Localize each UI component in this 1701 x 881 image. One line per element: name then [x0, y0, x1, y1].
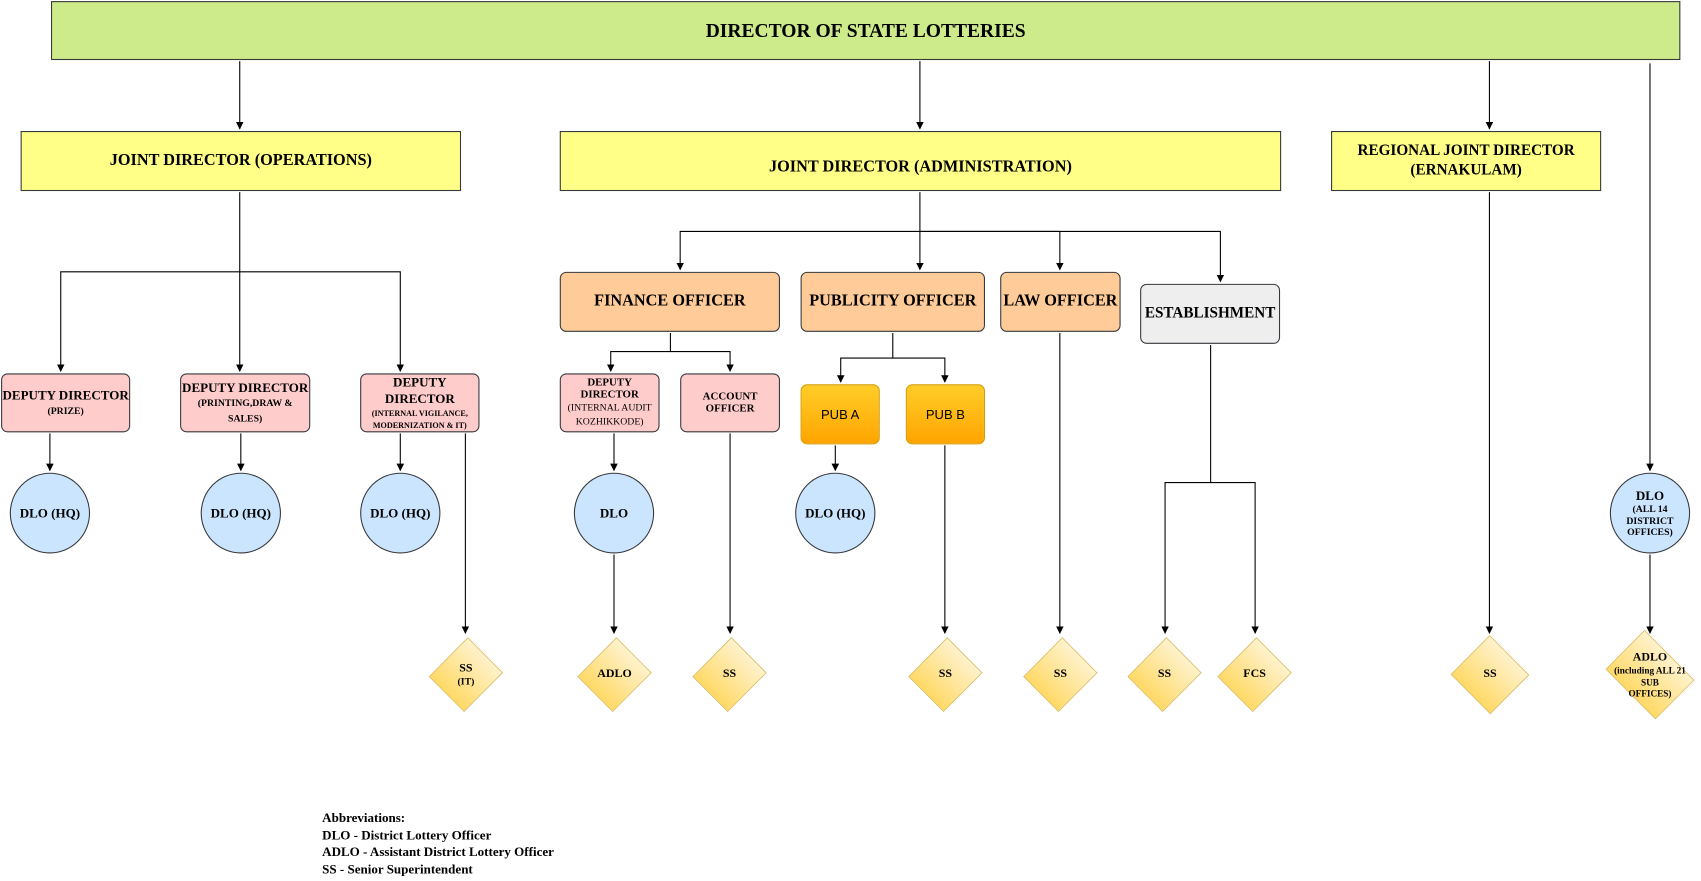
deputy-director-prize-box: DEPUTY DIRECTOR (PRIZE): [1, 373, 131, 433]
publicity-officer-label: PUBLICITY OFFICER: [809, 292, 977, 311]
dlo-audit-circle: DLO: [573, 472, 655, 554]
connector-arrow: [239, 271, 405, 372]
connector-arrow: [919, 230, 1064, 271]
deputy-director-prize-title: DEPUTY DIRECTOR: [2, 387, 129, 403]
connector-arrow: [670, 350, 734, 372]
dlo-all-districts-sub2: DISTRICT: [1626, 514, 1674, 526]
deputy-director-vigilance-sub1: (INTERNAL VIGILANCE,: [371, 408, 468, 418]
law-officer-label: LAW OFFICER: [1003, 292, 1118, 311]
deputy-director-printing-title: DEPUTY DIRECTOR: [182, 379, 309, 396]
abbreviation-adlo: ADLO - Assistant District Lottery Office…: [322, 843, 554, 860]
ss-establishment-diamond: SS: [1127, 635, 1202, 714]
joint-director-administration-label: JOINT DIRECTOR (ADMINISTRATION): [769, 158, 1072, 176]
dlo-hq-prize-label: DLO (HQ): [19, 504, 81, 521]
adlo-sub-offices-text: ADLO (including ALL 21 SUB OFFICES): [1600, 635, 1700, 714]
publicity-officer-box: PUBLICITY OFFICER: [800, 271, 985, 332]
adlo-sub-offices-sub3: OFFICES): [1628, 687, 1672, 699]
deputy-director-printing-box: DEPUTY DIRECTOR (PRINTING,DRAW & SALES): [180, 373, 311, 433]
adlo-diamond: ADLO: [577, 635, 652, 714]
dlo-all-districts-sub3: OFFICES): [1627, 526, 1673, 538]
ss-establishment-label: SS: [1157, 667, 1172, 681]
connector-arrow: [56, 271, 240, 372]
dlo-hq-vigilance-label: DLO (HQ): [370, 504, 431, 521]
ss-it-diamond: SS (IT): [428, 635, 504, 714]
dlo-hq-publicity-circle: DLO (HQ): [795, 472, 876, 554]
pub-a-box: PUB A: [800, 384, 880, 445]
establishment-label: ESTABLISHMENT: [1144, 305, 1276, 322]
dlo-hq-publicity-label: DLO (HQ): [805, 504, 866, 521]
joint-director-operations-box: JOINT DIRECTOR (OPERATIONS): [20, 131, 462, 192]
adlo-sub-offices-diamond: ADLO (including ALL 21 SUB OFFICES): [1600, 629, 1700, 720]
connector-arrow: [892, 357, 949, 383]
deputy-director-printing-sub1: (PRINTING,DRAW &: [197, 397, 293, 409]
account-officer-label: ACCOUNT OFFICER: [702, 390, 758, 415]
dlo-hq-prize-circle: DLO (HQ): [9, 472, 91, 554]
abbreviation-ss: SS - Senior Superintendent: [322, 860, 473, 877]
connector-arrow: [1161, 344, 1212, 634]
ss-law-diamond: SS: [1023, 635, 1098, 714]
regional-joint-director-box: REGIONAL JOINT DIRECTOR (ERNAKULAM): [1331, 131, 1602, 192]
connector-arrow: [1210, 481, 1259, 634]
ss-publicity-diamond: SS: [908, 635, 983, 714]
law-officer-box: LAW OFFICER: [1000, 271, 1121, 332]
adlo-sub-offices-sub1: (including ALL 21: [1614, 665, 1686, 677]
deputy-director-prize-sub: (PRIZE): [47, 404, 84, 416]
deputy-director-vigilance-box: DEPUTY DIRECTOR (INTERNAL VIGILANCE, MOD…: [360, 373, 480, 433]
adlo-label: ADLO: [597, 667, 632, 681]
ss-it-sub: (IT): [457, 675, 475, 687]
finance-officer-box: FINANCE OFFICER: [559, 271, 780, 332]
dlo-audit-label: DLO: [599, 504, 629, 521]
deputy-director-vigilance-sub2: MODERNIZATION & IT): [372, 420, 467, 431]
deputy-director-audit-title: DEPUTY DIRECTOR: [580, 376, 639, 401]
abbreviations-heading: Abbreviations:: [322, 810, 406, 826]
pub-b-box: PUB B: [905, 384, 985, 445]
deputy-director-audit-sub2: KOZHIKKODE): [575, 415, 644, 427]
deputy-director-printing-sub2: SALES): [228, 412, 263, 424]
ss-publicity-label: SS: [938, 667, 953, 681]
ss-regional-label: SS: [1483, 667, 1497, 681]
director-box: DIRECTOR OF STATE LOTTERIES: [50, 1, 1681, 61]
ss-account-label: SS: [722, 667, 737, 681]
ss-law-label: SS: [1053, 667, 1068, 681]
adlo-sub-offices-title: ADLO: [1632, 650, 1668, 664]
deputy-director-audit-box: DEPUTY DIRECTOR (INTERNAL AUDIT KOZHIKKO…: [559, 373, 660, 433]
dlo-hq-vigilance-circle: DLO (HQ): [360, 472, 441, 554]
deputy-director-vigilance-title: DEPUTY DIRECTOR: [384, 374, 455, 406]
fcs-label: FCS: [1243, 667, 1266, 681]
dlo-hq-printing-label: DLO (HQ): [210, 504, 272, 521]
abbreviation-dlo: DLO - District Lottery Officer: [322, 826, 492, 843]
dlo-all-districts-title: DLO: [1635, 487, 1665, 503]
abbreviations-legend: Abbreviations: DLO - District Lottery Of…: [322, 810, 554, 878]
connector-arrow: [676, 230, 920, 271]
pub-a-label: PUB A: [820, 406, 860, 422]
regional-joint-director-line1: REGIONAL JOINT DIRECTOR: [1357, 143, 1575, 160]
ss-regional-diamond: SS: [1450, 635, 1530, 715]
pub-b-label: PUB B: [925, 406, 965, 422]
fcs-diamond: FCS: [1217, 635, 1292, 714]
deputy-director-audit-sub1: (INTERNAL AUDIT: [567, 401, 652, 413]
connector-arrow: [919, 230, 1225, 283]
finance-officer-label: FINANCE OFFICER: [594, 292, 746, 311]
connector-arrow: [836, 332, 894, 383]
ss-it-text: SS (IT): [431, 635, 502, 714]
joint-director-operations-label: JOINT DIRECTOR (OPERATIONS): [109, 151, 372, 170]
account-officer-box: ACCOUNT OFFICER: [680, 373, 780, 433]
regional-joint-director-line2: (ERNAKULAM): [1410, 162, 1522, 179]
dlo-hq-printing-circle: DLO (HQ): [200, 472, 281, 554]
establishment-box: ESTABLISHMENT: [1140, 283, 1281, 344]
joint-director-administration-box: JOINT DIRECTOR (ADMINISTRATION): [559, 131, 1282, 192]
director-label: DIRECTOR OF STATE LOTTERIES: [705, 19, 1026, 41]
connector-arrow: [606, 332, 671, 372]
ss-it-title: SS: [459, 661, 473, 675]
ss-account-diamond: SS: [692, 635, 767, 714]
adlo-sub-offices-sub2: SUB: [1640, 676, 1659, 688]
dlo-all-districts-sub1: (ALL 14: [1632, 503, 1668, 515]
dlo-all-districts-circle: DLO (ALL 14 DISTRICT OFFICES): [1609, 472, 1691, 554]
